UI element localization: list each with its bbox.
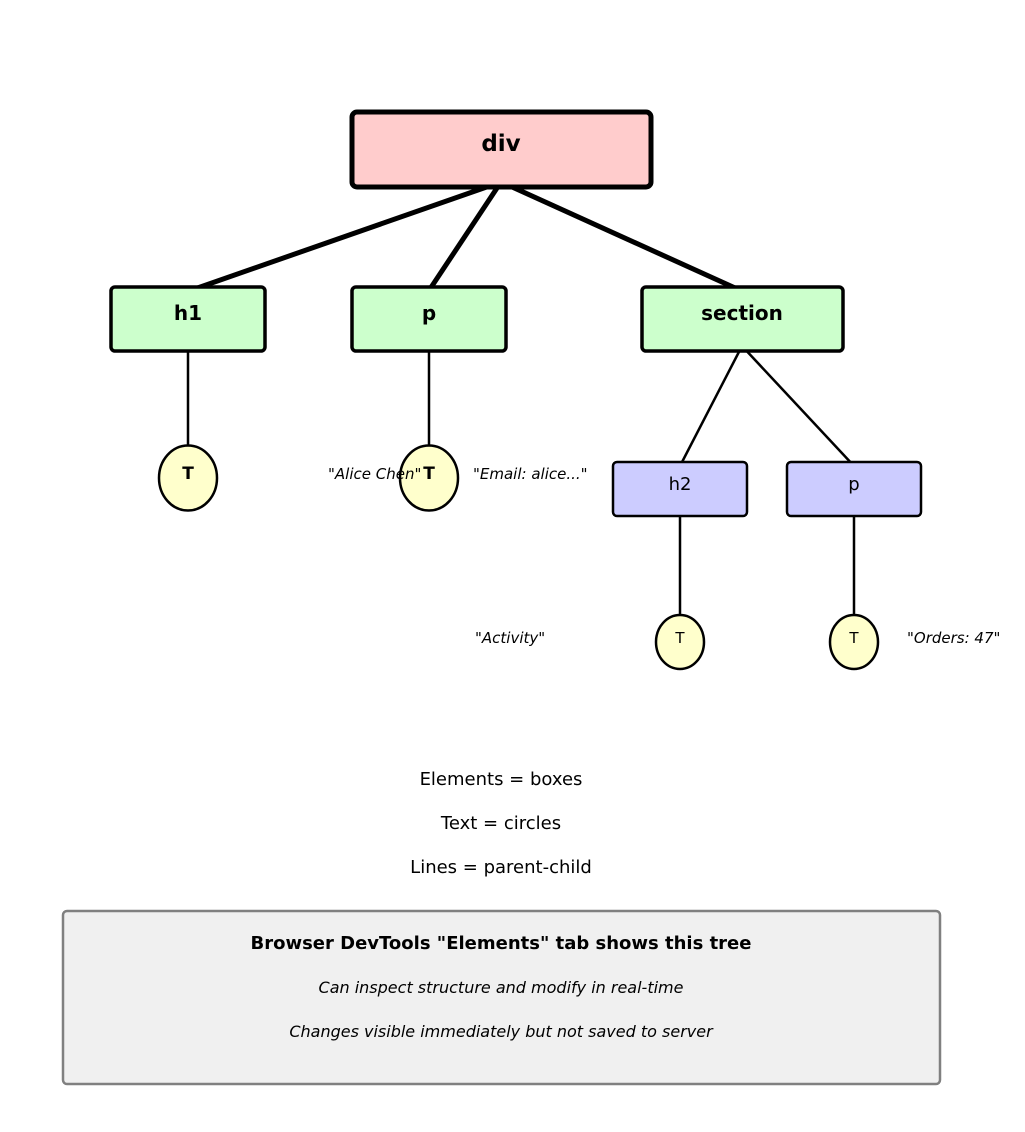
node-h1: h1 [109, 285, 267, 353]
node-div-box [349, 109, 654, 190]
text-value-email: "Email: alice..." [473, 465, 588, 483]
text-node-p-label: T [423, 464, 435, 484]
text-node-section-p-label: T [848, 629, 859, 647]
edge-div-h1 [185, 179, 502, 295]
edge-section-h2 [678, 345, 744, 467]
edge-section-p [741, 345, 855, 467]
node-section-p: p [785, 460, 923, 518]
node-h2: h2 [611, 460, 749, 518]
text-value-activity: "Activity" [475, 629, 545, 647]
node-p-box [350, 285, 508, 353]
node-section-p-box [785, 460, 923, 518]
text-node-h1: T [157, 444, 219, 512]
text-node-h1-circle [157, 444, 219, 512]
node-h1-label: h1 [174, 301, 202, 325]
node-h2-box [611, 460, 749, 518]
node-p: p [350, 285, 508, 353]
legend-elements: Elements = boxes [420, 769, 583, 790]
text-node-section-p: T [828, 613, 880, 671]
node-section-label: section [701, 301, 783, 325]
node-h2-label: h2 [669, 474, 692, 495]
devtools-note-line1: Can inspect structure and modify in real… [319, 978, 684, 997]
legend: Elements = boxes Text = circles Lines = … [410, 769, 592, 878]
devtools-note-line2: Changes visible immediately but not save… [289, 1022, 714, 1041]
text-node-section-p-circle [828, 613, 880, 671]
root-edges [185, 179, 746, 295]
node-section-p-label: p [848, 474, 859, 495]
text-node-h1-label: T [182, 464, 194, 484]
legend-lines: Lines = parent-child [410, 857, 592, 878]
text-node-h2-label: T [674, 629, 685, 647]
node-div-label: div [481, 131, 520, 157]
text-node-h2-circle [654, 613, 706, 671]
node-div: div [349, 109, 654, 190]
text-value-orders: "Orders: 47" [907, 629, 1000, 647]
node-h1-box [109, 285, 267, 353]
text-node-h2: T [654, 613, 706, 671]
devtools-note-box [61, 909, 942, 1086]
child-edges [186, 345, 856, 615]
node-section-box [640, 285, 845, 353]
text-value-alice-chen: "Alice Chen" [328, 465, 421, 483]
legend-text: Text = circles [440, 813, 561, 834]
text-node-p-circle [398, 444, 460, 512]
edge-div-section [499, 179, 746, 295]
node-p-label: p [422, 301, 436, 325]
devtools-note-title: Browser DevTools "Elements" tab shows th… [251, 933, 752, 954]
edge-div-p [425, 180, 504, 294]
node-section: section [640, 285, 845, 353]
devtools-note: Browser DevTools "Elements" tab shows th… [61, 909, 942, 1086]
text-node-p: T [398, 444, 460, 512]
